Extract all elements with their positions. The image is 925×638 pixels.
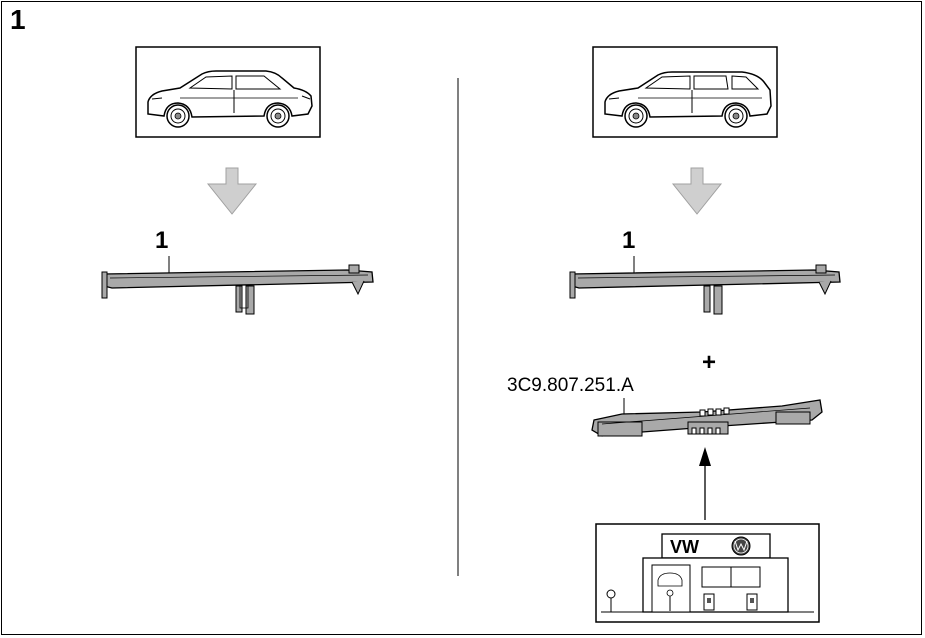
figure-number: 1 — [10, 4, 26, 35]
sedan-car-icon — [135, 46, 321, 138]
part-callout-left: 1 — [155, 227, 168, 254]
part-number-label: 3C9.807.251.A — [507, 375, 634, 396]
retrofit-trim-part — [591, 399, 823, 437]
plus-sign: + — [702, 349, 716, 376]
down-arrow-icon — [206, 167, 258, 215]
down-arrow-icon — [671, 167, 723, 215]
mounting-bar-left — [101, 264, 374, 315]
dealer-sign-text: VW — [670, 537, 699, 557]
up-arrow-icon — [699, 447, 711, 520]
mounting-bar-right — [569, 264, 841, 315]
wagon-car-icon — [592, 46, 778, 138]
dealer-building-icon — [595, 523, 820, 623]
vw-logo-icon — [731, 536, 751, 556]
part-callout-right: 1 — [622, 227, 635, 254]
